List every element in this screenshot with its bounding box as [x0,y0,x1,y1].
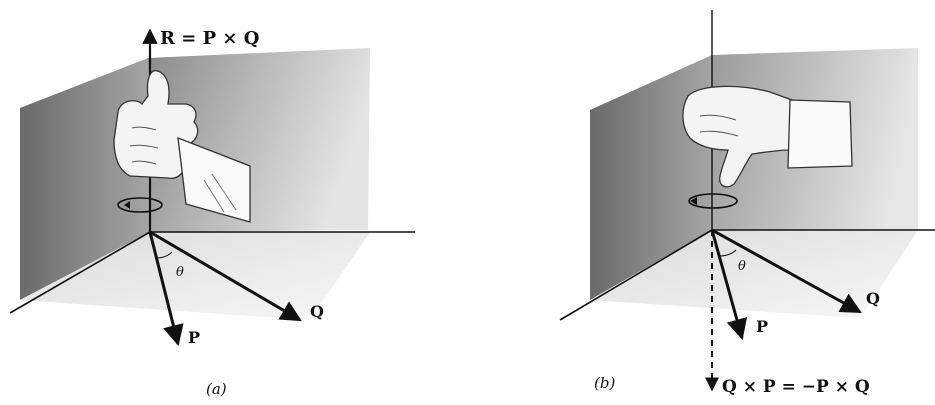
x-axis-a [9,231,151,314]
label-P-a: P [188,328,200,347]
rotation-ellipse-a [117,197,163,213]
caption-b: (b) [594,374,615,392]
label-theta-a: θ [176,265,184,280]
vector-P-a [148,231,184,347]
hand-thumb-down-icon [682,85,853,188]
rotation-arrow-b [690,197,697,205]
theta-arc-b [718,249,737,257]
label-result-b: Q × P = −P × Q [722,377,870,397]
label-P-b: P [756,317,768,336]
vector-P-b [710,229,748,341]
label-Q-a: Q [310,302,324,321]
label-theta-b: θ [738,259,746,274]
left-wall-b [590,55,712,300]
theta-arc-a [155,251,173,259]
rotation-ellipse-b [688,193,738,209]
hand-thumb-up-icon [113,70,251,223]
x-axis-b [559,229,713,321]
figure-b: P Q θ Q × P = −P × Q (b) [559,10,935,397]
figure-a: R = P × Q P Q θ (a) [9,28,415,398]
label-R-a: R = P × Q [160,28,259,49]
floor-a [20,232,370,320]
caption-a: (a) [206,380,227,398]
rotation-arrow-a [124,201,130,209]
vector-Q-b [711,228,862,314]
vector-Q-a [149,230,302,322]
label-Q-b: Q [866,289,880,308]
floor-b [590,230,918,318]
